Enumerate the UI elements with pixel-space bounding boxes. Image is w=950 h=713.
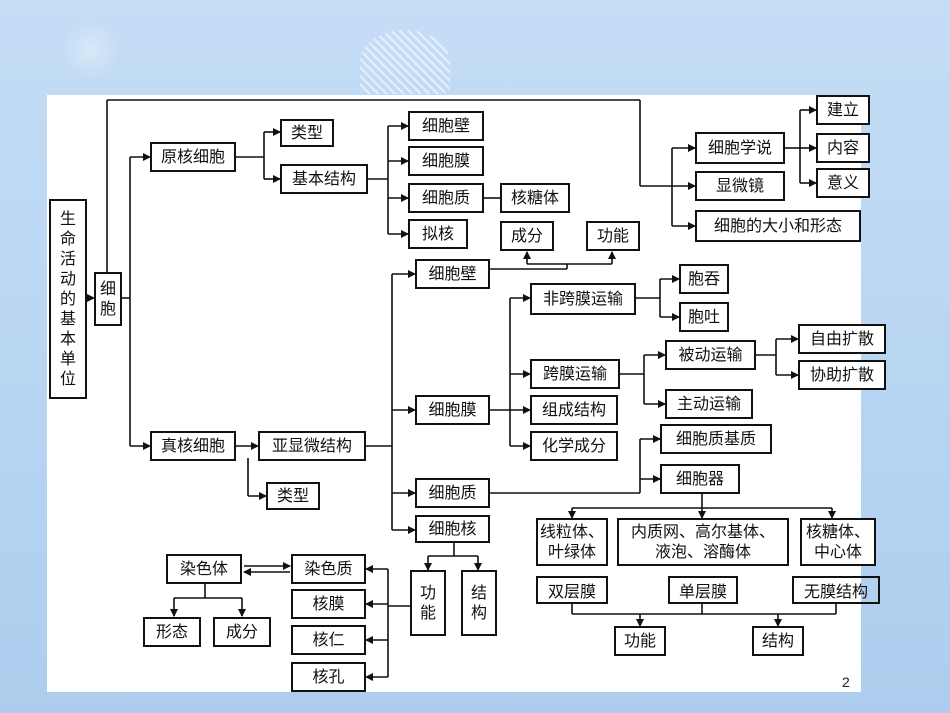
chr-component-node: 成分 bbox=[213, 617, 271, 647]
endocytosis-node: 胞吞 bbox=[679, 264, 729, 294]
mito-chloro-node: 线粒体、 叶绿体 bbox=[536, 518, 608, 566]
facilitated-node: 协助扩散 bbox=[798, 360, 886, 390]
microscope-node: 显微镜 bbox=[695, 171, 785, 201]
composition-node: 组成结构 bbox=[530, 395, 618, 425]
pro-membrane-node: 细胞膜 bbox=[408, 146, 484, 176]
size-shape-node: 细胞的大小和形态 bbox=[695, 210, 861, 242]
nuc-function-node: 功 能 bbox=[410, 570, 446, 636]
euk-cytoplasm-node: 细胞质 bbox=[415, 478, 490, 508]
euk-membrane-node: 细胞膜 bbox=[415, 395, 490, 425]
theory-node: 细胞学说 bbox=[695, 132, 785, 164]
background-decoration bbox=[360, 30, 450, 94]
org-function-node: 功能 bbox=[614, 626, 666, 656]
euk-type-node: 类型 bbox=[266, 482, 320, 510]
chromosome-node: 染色体 bbox=[166, 554, 242, 584]
pro-cytoplasm-node: 细胞质 bbox=[408, 183, 484, 213]
wall-function-node: 功能 bbox=[586, 221, 640, 251]
wall-component-node: 成分 bbox=[500, 221, 554, 251]
single-membrane-label: 单层膜 bbox=[668, 576, 738, 604]
no-membrane-label: 无膜结构 bbox=[792, 576, 880, 604]
passive-node: 被动运输 bbox=[665, 340, 756, 370]
matrix-node: 细胞质基质 bbox=[660, 424, 772, 454]
pro-type-node: 类型 bbox=[280, 119, 334, 147]
theory-content-node: 内容 bbox=[816, 133, 870, 163]
chromatin-node: 染色质 bbox=[291, 554, 366, 584]
cell-node: 细 胞 bbox=[94, 272, 122, 326]
nuc-pore-node: 核孔 bbox=[291, 662, 366, 692]
theory-build-node: 建立 bbox=[816, 95, 870, 125]
free-diffusion-node: 自由扩散 bbox=[798, 324, 886, 354]
page-number: 2 bbox=[842, 674, 850, 690]
background-decoration bbox=[60, 20, 120, 80]
org-structure-node: 结构 bbox=[752, 626, 804, 656]
active-node: 主动运输 bbox=[665, 389, 753, 419]
euk-submicro-node: 亚显微结构 bbox=[258, 431, 366, 461]
non-transmembrane-node: 非跨膜运输 bbox=[530, 283, 636, 315]
er-group-node: 内质网、高尔基体、 液泡、溶酶体 bbox=[617, 518, 789, 566]
pro-ribosome-node: 核糖体 bbox=[500, 183, 570, 213]
ribo-centro-node: 核糖体、 中心体 bbox=[800, 518, 876, 566]
exocytosis-node: 胞吐 bbox=[679, 302, 729, 332]
transmembrane-node: 跨膜运输 bbox=[530, 359, 620, 389]
euk-wall-node: 细胞壁 bbox=[415, 259, 490, 289]
nuc-envelope-node: 核膜 bbox=[291, 589, 366, 619]
double-membrane-label: 双层膜 bbox=[536, 576, 608, 604]
eukaryote-node: 真核细胞 bbox=[150, 431, 236, 461]
prokaryote-node: 原核细胞 bbox=[150, 142, 236, 172]
root-node: 生 命 活 动 的 基 本 单 位 bbox=[49, 199, 87, 399]
pro-wall-node: 细胞壁 bbox=[408, 111, 484, 141]
euk-nucleus-node: 细胞核 bbox=[415, 515, 490, 543]
organelles-node: 细胞器 bbox=[660, 464, 740, 494]
pro-nucleoid-node: 拟核 bbox=[408, 219, 468, 249]
pro-basic-node: 基本结构 bbox=[280, 164, 368, 194]
nucleolus-node: 核仁 bbox=[291, 625, 366, 655]
theory-meaning-node: 意义 bbox=[816, 168, 870, 198]
nuc-structure-node: 结 构 bbox=[461, 570, 497, 636]
chr-shape-node: 形态 bbox=[143, 617, 201, 647]
chem-component-node: 化学成分 bbox=[530, 431, 618, 461]
